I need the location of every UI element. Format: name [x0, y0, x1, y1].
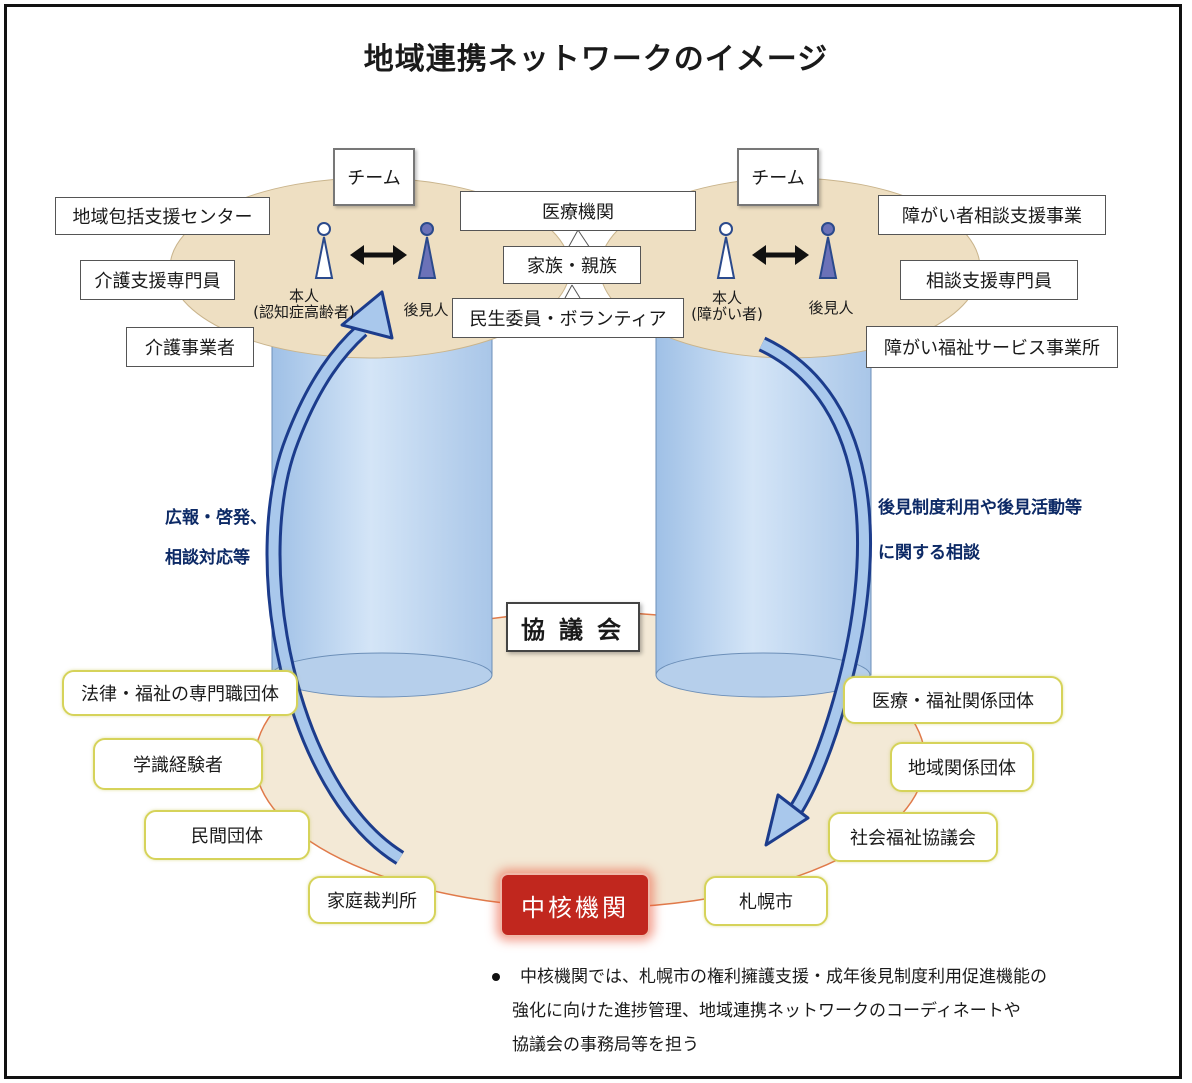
right-person-label-main: 本人: [711, 289, 742, 307]
lower-left-box-legal-welfare: 法律・福祉の専門職団体: [62, 670, 298, 716]
left-cylinder: [271, 329, 493, 698]
right-curve-arrow-icon: [758, 336, 872, 847]
left-guardian-icon: [417, 222, 437, 279]
right-double-arrow-icon: [752, 245, 809, 265]
lower-right-box-sapporo: 札幌市: [704, 876, 828, 926]
left-person-label: 本人 (認知症高齢者): [244, 288, 364, 320]
diagram-frame: [4, 4, 1182, 1079]
right-arrow-text-2: に関する相談: [878, 543, 980, 563]
right-person-label-sub: (障がい者): [691, 305, 763, 323]
lower-right-box-community: 地域関係団体: [890, 742, 1034, 792]
note-line-3: 協議会の事務局等を担う: [512, 1035, 699, 1055]
left-curve-arrow-icon: [265, 290, 405, 865]
lower-left-box-family-court: 家庭裁判所: [308, 876, 436, 924]
left-arrow-text-1: 広報・啓発、: [165, 508, 267, 528]
lower-right-box-social-welfare: 社会福祉協議会: [828, 812, 998, 862]
lower-left-box-academic: 学識経験者: [93, 738, 263, 790]
left-person-icon: [314, 222, 334, 279]
right-person-label: 本人 (障がい者): [684, 290, 770, 322]
note-text: 中核機関では、札幌市の権利擁護支援・成年後見制度利用促進機能の 強化に向けた進捗…: [492, 960, 1132, 1062]
diagram-title: 地域連携ネットワークのイメージ: [363, 42, 829, 77]
left-box-care-manager: 介護支援専門員: [80, 260, 235, 300]
center-box-medical: 医療機関: [460, 191, 696, 231]
right-guardian-label: 後見人: [808, 299, 854, 317]
council-box: 協議会: [506, 602, 640, 652]
right-guardian-icon: [818, 222, 838, 279]
center-box-family: 家族・親族: [503, 246, 641, 284]
left-double-arrow-icon: [350, 245, 407, 265]
right-arrow-text-1: 後見制度利用や後見活動等: [878, 498, 1082, 518]
team-right-box: チーム: [737, 148, 819, 206]
note-line-2: 強化に向けた進捗管理、地域連携ネットワークのコーディネートや: [512, 1001, 1021, 1021]
right-cylinder: [655, 329, 872, 698]
bullet-icon: [492, 973, 500, 981]
left-box-community-center: 地域包括支援センター: [55, 197, 270, 235]
right-box-disability-support: 障がい者相談支援事業: [878, 195, 1106, 235]
core-agency-box: 中核機関: [500, 873, 650, 937]
lower-left-box-private: 民間団体: [144, 810, 310, 860]
right-person-icon: [716, 222, 736, 279]
lower-right-box-medical-welfare: 医療・福祉関係団体: [843, 676, 1063, 724]
left-guardian-label: 後見人: [403, 301, 449, 319]
left-person-label-sub: (認知症高齢者): [253, 303, 355, 321]
right-box-consult-specialist: 相談支援専門員: [900, 260, 1078, 300]
left-box-care-provider: 介護事業者: [126, 327, 254, 367]
note-line-1: 中核機関では、札幌市の権利擁護支援・成年後見制度利用促進機能の: [520, 967, 1047, 987]
center-box-volunteer: 民生委員・ボランティア: [452, 298, 684, 338]
right-box-welfare-office: 障がい福祉サービス事業所: [866, 326, 1118, 368]
team-left-box: チーム: [333, 148, 415, 206]
left-person-label-main: 本人: [288, 287, 319, 305]
left-arrow-text-2: 相談対応等: [165, 548, 250, 568]
